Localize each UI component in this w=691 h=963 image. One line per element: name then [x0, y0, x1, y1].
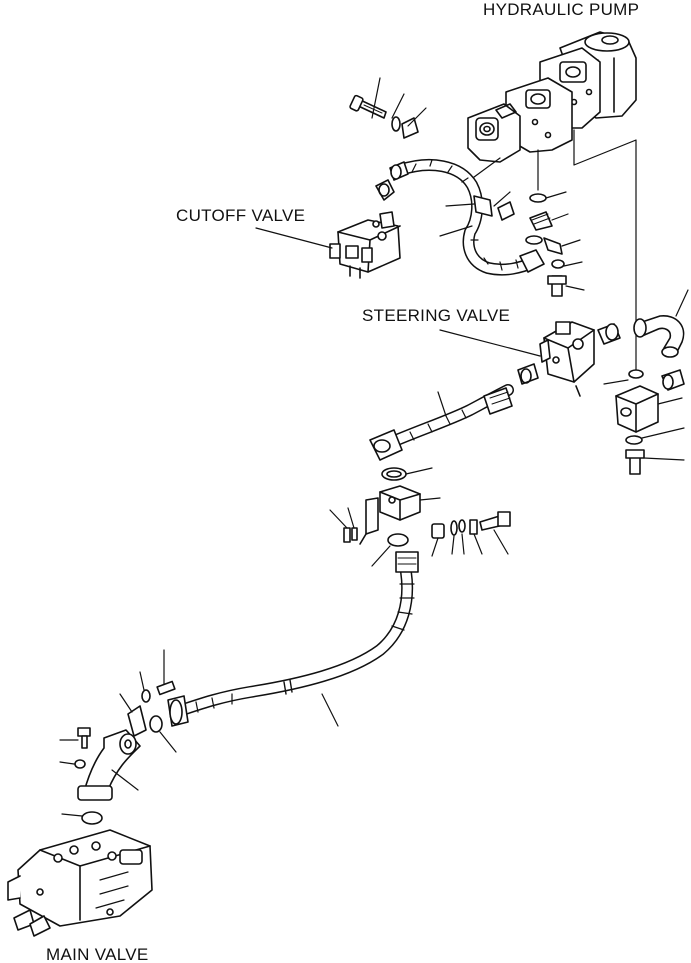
label-cutoff-valve: CUTOFF VALVE — [176, 206, 306, 225]
main-valve-drawing — [7, 829, 153, 937]
pump-side-small-parts — [525, 191, 585, 297]
steering-valve-drawing — [439, 289, 689, 397]
hydraulic-pump-drawing — [467, 31, 637, 371]
label-main-valve: MAIN VALVE — [46, 945, 149, 963]
right-block-group — [603, 369, 685, 475]
upper-bolt-group — [349, 77, 427, 139]
lower-hose — [167, 551, 419, 727]
middle-hose — [369, 384, 514, 461]
label-hydraulic-pump: HYDRAULIC PUMP — [483, 0, 640, 19]
upper-hose — [375, 159, 545, 276]
cutoff-valve-drawing — [255, 211, 401, 279]
junction-block-group — [329, 467, 511, 567]
label-steering-valve: STEERING VALVE — [362, 306, 511, 325]
lower-connection-parts — [59, 649, 177, 825]
